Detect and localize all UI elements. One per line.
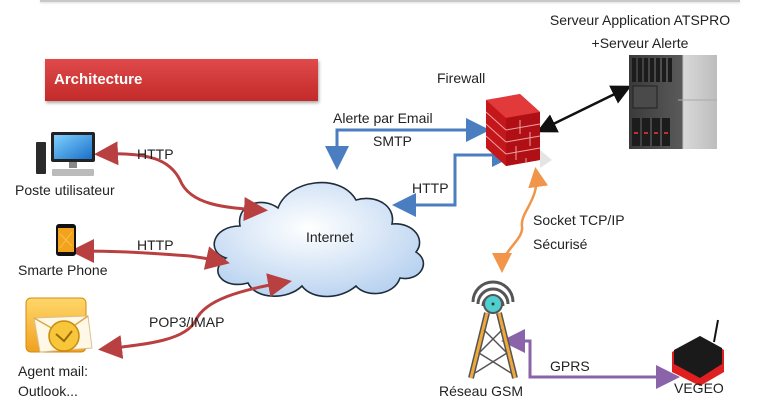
- server-rack-icon: [629, 55, 717, 149]
- link-label-http-poste: HTTP: [137, 146, 174, 162]
- desktop-computer-icon: [36, 132, 95, 176]
- label-agent-mail-2: Outlook...: [18, 383, 78, 399]
- label-vegeo: VEGEO: [674, 380, 724, 396]
- link-firewall-gsm: [492, 167, 549, 273]
- label-agent-mail-1: Agent mail:: [18, 363, 89, 379]
- link-mail-internet: [98, 273, 292, 359]
- link-label-http-phone: HTTP: [137, 237, 174, 253]
- label-poste-utilisateur: Poste utilisateur: [15, 182, 115, 198]
- section-banner: Architecture: [45, 59, 318, 101]
- label-firewall: Firewall: [437, 70, 486, 86]
- link-label-gprs: GPRS: [550, 358, 590, 374]
- cell-tower-icon: [468, 280, 518, 379]
- link-phone-internet: [70, 239, 230, 270]
- banner-title: Architecture: [54, 71, 143, 88]
- link-firewall-server: [536, 85, 632, 133]
- link-label-pop3-imap: POP3/IMAP: [149, 314, 225, 330]
- outlook-icon: [25, 297, 93, 353]
- link-smtp: [325, 118, 490, 170]
- link-http-firewall: [392, 143, 516, 217]
- link-label-socket: Socket TCP/IP: [533, 212, 625, 228]
- label-server-1: Serveur Application ATSPRO: [549, 12, 731, 28]
- gps-tracker-device-icon: [672, 319, 724, 386]
- smartphone-icon: [56, 224, 76, 256]
- label-internet: Internet: [306, 229, 354, 245]
- link-label-alerte-email: Alerte par Email: [333, 110, 433, 126]
- link-label-securise: Sécurisé: [533, 236, 588, 252]
- link-label-http-firewall: HTTP: [412, 180, 449, 196]
- label-reseau-gsm: Réseau GSM: [439, 383, 524, 399]
- link-label-smtp: SMTP: [373, 133, 412, 149]
- link-gsm-vegeo: [501, 329, 680, 389]
- top-divider: [40, 0, 740, 2]
- label-smarte-phone: Smarte Phone: [18, 262, 108, 278]
- label-server-2: +Serveur Alerte: [591, 35, 689, 51]
- link-poste-internet: [94, 141, 268, 222]
- firewall-brick-icon: [485, 94, 552, 168]
